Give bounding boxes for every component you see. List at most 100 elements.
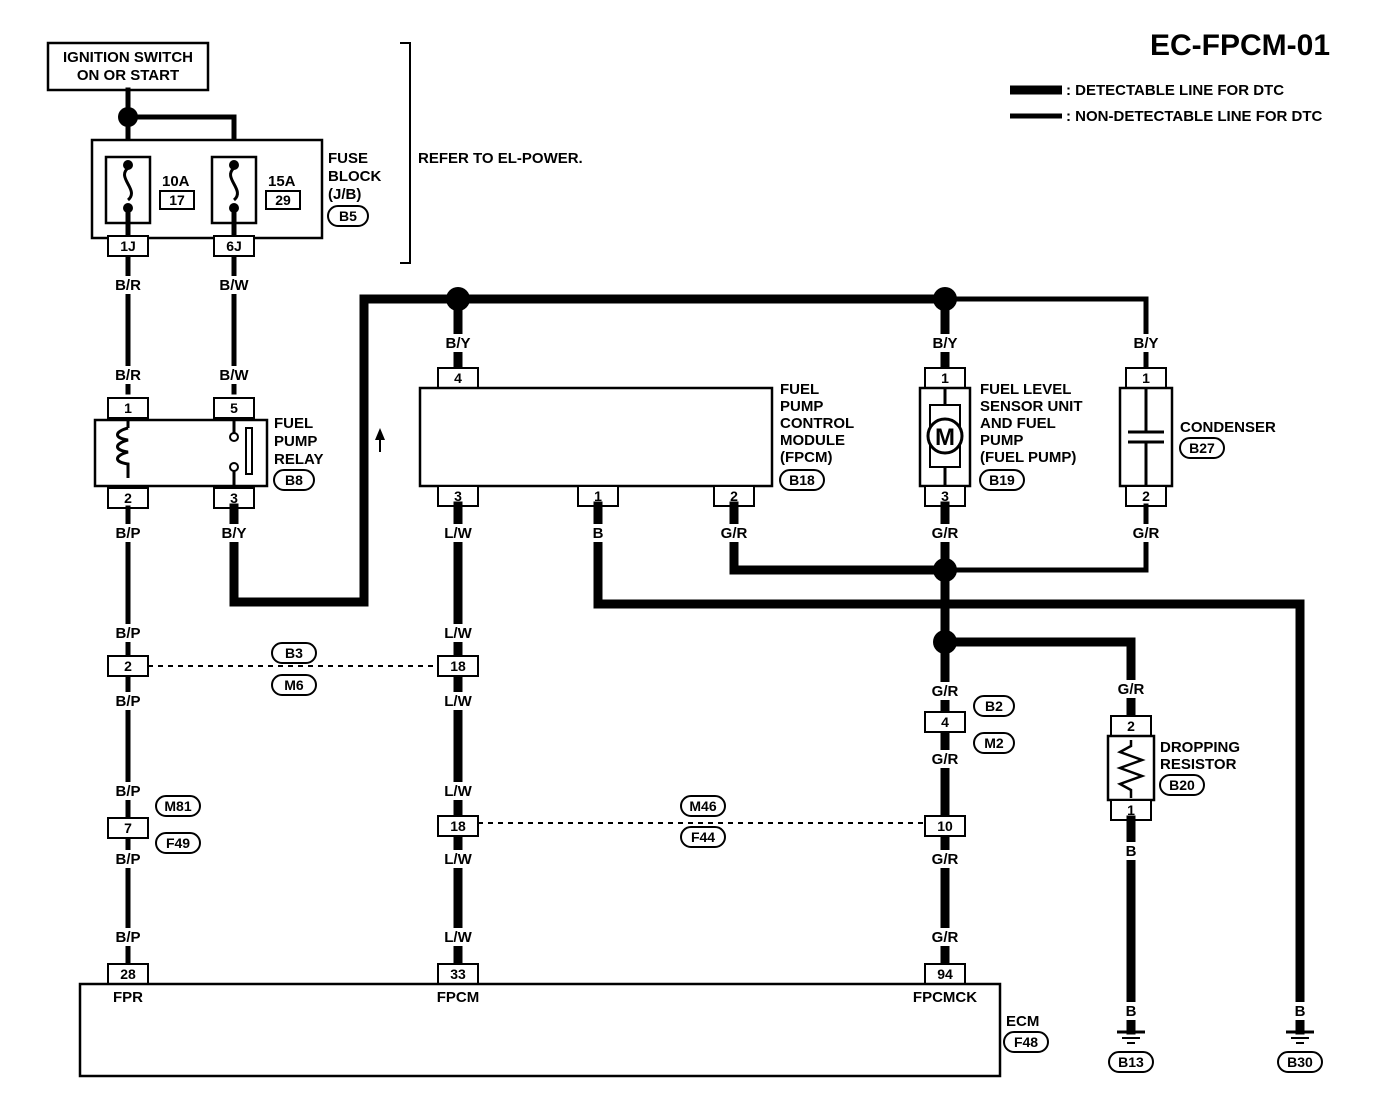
relay-pin-3: 3 <box>230 490 238 506</box>
wire-label-bg <box>1121 1002 1141 1020</box>
condenser-connector: B27 <box>1189 440 1215 456</box>
wire-label-bw-1: B/W <box>219 277 249 294</box>
joint-b3-badge <box>271 642 317 664</box>
wire-gr-condenser <box>942 503 1149 573</box>
joint-b2-badge <box>973 695 1015 717</box>
condenser-pin-1: 1 <box>1142 370 1150 386</box>
pump-pin-3: 3 <box>941 488 949 504</box>
pump-label-2: SENSOR UNIT <box>980 398 1083 415</box>
joint-f49-label: F49 <box>166 835 190 851</box>
fpcm-label-3: CONTROL <box>780 415 854 432</box>
relay-connector: B8 <box>285 472 303 488</box>
wire-label-bg <box>442 334 474 352</box>
wire-label-bg <box>112 276 144 294</box>
wire-label-bg <box>929 850 961 868</box>
wire-label-lw-5: L/W <box>444 851 472 868</box>
fuse-29-number: 29 <box>275 192 291 208</box>
wire-label-bg <box>1121 842 1141 860</box>
wire-label-lw-4: L/W <box>444 783 472 800</box>
fuse-block-connector: B5 <box>339 208 357 224</box>
fpcm-connector: B18 <box>789 472 815 488</box>
wire-label-by-pump: B/Y <box>932 335 957 352</box>
ecm-connector-badge <box>1003 1031 1049 1053</box>
joint-b2-label: B2 <box>985 698 1003 714</box>
wire-label-bg <box>929 750 961 768</box>
wire-label-bg <box>442 624 474 642</box>
resistor-connector: B20 <box>1169 777 1195 793</box>
joint-m6-badge <box>271 674 317 696</box>
fuse-block-label-2: BLOCK <box>328 168 381 185</box>
wire-label-br-2: B/R <box>115 367 141 384</box>
wire-label-bg <box>929 682 961 700</box>
wire-label-by-fpcm: B/Y <box>445 335 470 352</box>
wire-gr-fpcm <box>729 501 950 575</box>
joint-b3-pin-18: 18 <box>450 658 466 674</box>
fuse-29-rating: 15A <box>268 173 296 190</box>
wire-label-gr-resistor: G/R <box>1118 681 1145 698</box>
ignition-switch-box <box>46 41 210 92</box>
wire-label-lw-1: L/W <box>444 525 472 542</box>
fpcm-connector-badge <box>779 469 825 491</box>
pump-label-1: FUEL LEVEL <box>980 381 1071 398</box>
condenser-connector-badge <box>1179 437 1225 459</box>
fpcm-label-1: FUEL <box>780 381 819 398</box>
wire-label-bg <box>442 782 474 800</box>
wire-label-bg <box>929 928 961 946</box>
wire-label-gr-5: G/R <box>932 929 959 946</box>
joint-b3-label: B3 <box>285 645 303 661</box>
fuse-17-rating: 10A <box>162 173 190 190</box>
wire-label-bg <box>218 366 250 384</box>
wire-label-bp-3: B/P <box>115 693 140 710</box>
wire-label-gr-3: G/R <box>932 751 959 768</box>
wire-label-bp-1: B/P <box>115 525 140 542</box>
fuse-block-label-1: FUSE <box>328 150 368 167</box>
wire-label-bg <box>929 524 961 542</box>
fpcm-label-5: (FPCM) <box>780 449 833 466</box>
wire-label-by-relay: B/Y <box>221 525 246 542</box>
ground-b13-badge <box>1108 1051 1154 1073</box>
relay-connector-badge <box>273 469 315 491</box>
ecm-terminal-fpcm: FPCM <box>437 989 480 1006</box>
relay-pin-5-box <box>213 397 255 419</box>
pump-label-5: (FUEL PUMP) <box>980 449 1076 466</box>
condenser-label: CONDENSER <box>1180 419 1276 436</box>
wire-label-b-ground-2: B <box>1295 1003 1306 1020</box>
relay-pin-1-box <box>107 397 149 419</box>
relay-label-2: PUMP <box>274 433 317 450</box>
arrow-up-icon <box>375 428 385 440</box>
wire-gr-resistor <box>940 637 1136 717</box>
wire-label-lw-2: L/W <box>444 625 472 642</box>
fuse-17-number: 17 <box>169 192 185 208</box>
wire-by-relay-out <box>229 294 463 607</box>
relay-coil-icon <box>116 426 130 478</box>
joint-m2-label: M2 <box>984 735 1004 751</box>
motor-icon <box>926 417 964 455</box>
joint-m46-pin-10-box <box>924 815 966 837</box>
wire-label-by-condenser: B/Y <box>1133 335 1158 352</box>
wire-label-lw-3: L/W <box>444 693 472 710</box>
fpcm-label-2: PUMP <box>780 398 823 415</box>
wire-label-bg <box>442 850 474 868</box>
joint-m46-pin-18-box <box>437 815 479 837</box>
wire-label-bg <box>218 524 250 542</box>
joint-m81-pin-7-box <box>107 817 149 839</box>
ecm-pin-33: 33 <box>450 966 466 982</box>
fpcm-pin-4: 4 <box>454 370 462 386</box>
condenser-pin-2: 2 <box>1142 488 1150 504</box>
fuse-17-element <box>123 166 133 202</box>
fpcm-pin-1: 1 <box>594 488 602 504</box>
wire-label-gr-2: G/R <box>932 683 959 700</box>
ecm-box <box>78 982 1002 1078</box>
ground-b30-badge <box>1277 1051 1323 1073</box>
wire-label-bp-2: B/P <box>115 625 140 642</box>
joint-b3-pin-2: 2 <box>124 658 132 674</box>
resistor-pin-2: 2 <box>1127 718 1135 734</box>
joint-m46-badge <box>680 795 726 817</box>
fpcm-pin-2: 2 <box>730 488 738 504</box>
pump-pin-1: 1 <box>941 370 949 386</box>
wire-label-bg <box>442 524 474 542</box>
fpcm-pin-3: 3 <box>454 488 462 504</box>
pump-connector-badge <box>979 469 1025 491</box>
joint-b2-pin-4: 4 <box>941 714 949 730</box>
